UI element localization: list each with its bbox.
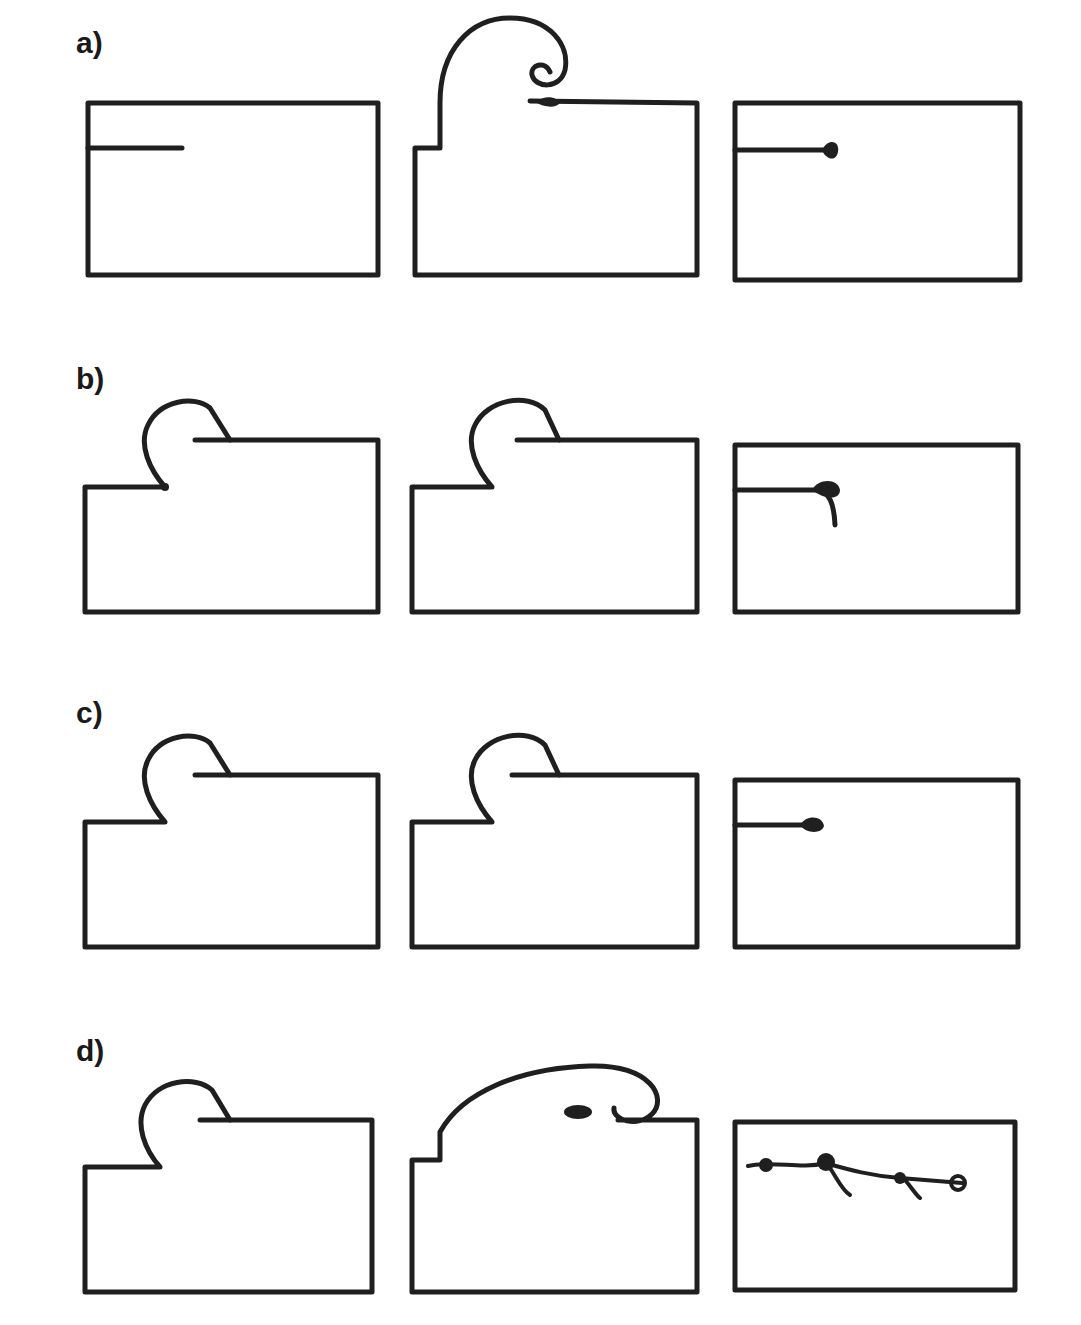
- deformed-panel: [412, 1066, 697, 1292]
- specimen-panel: [735, 103, 1020, 280]
- specimen-panel: [735, 1122, 1015, 1290]
- crack-line: [735, 823, 805, 828]
- deformed-panel: [412, 735, 697, 947]
- crack-line: [88, 146, 182, 151]
- crack-tip: [161, 483, 169, 491]
- crack-void: [564, 1105, 592, 1119]
- crack-blunting: [800, 818, 824, 832]
- crack-blunting: [812, 481, 840, 498]
- void: [817, 1153, 835, 1171]
- deformed-panel: [412, 400, 697, 612]
- panel-label: d): [76, 1034, 104, 1068]
- crack-line: [195, 438, 230, 443]
- crack-line: [200, 1118, 230, 1123]
- deformed-panel: [85, 736, 378, 947]
- panel-label: c): [76, 696, 103, 730]
- deformed-panel: [415, 18, 697, 275]
- crack-line: [735, 148, 828, 153]
- crack-blunting: [822, 142, 838, 159]
- specimen-panel: [88, 103, 378, 275]
- specimen-panel: [735, 780, 1018, 947]
- panel-label: b): [76, 362, 104, 396]
- void: [759, 1158, 773, 1172]
- void: [894, 1172, 906, 1184]
- crack-line: [512, 773, 559, 778]
- crack-line: [735, 490, 835, 525]
- crack-line: [517, 438, 559, 443]
- crack-path: [748, 1163, 962, 1198]
- crack-tip: [535, 97, 560, 106]
- deformed-panel: [85, 1082, 372, 1292]
- panel-label: a): [76, 26, 103, 60]
- crack-line: [195, 773, 230, 778]
- specimen-panel: [735, 445, 1018, 612]
- void: [951, 1176, 965, 1190]
- deformed-panel: [85, 401, 378, 612]
